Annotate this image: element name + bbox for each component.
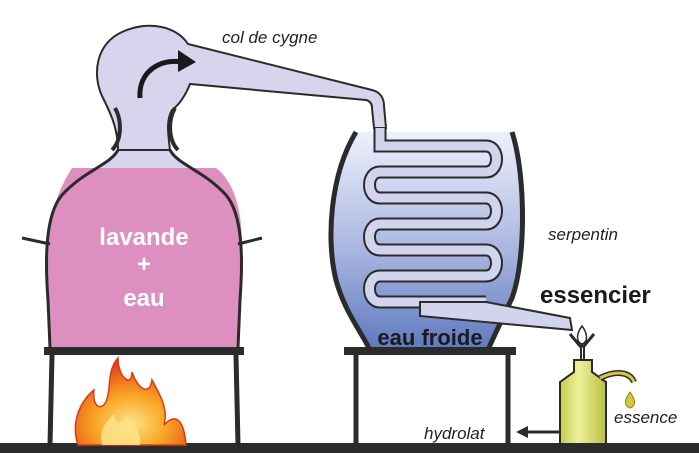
flame-icon [74,355,187,446]
curved-arrow-icon [137,58,183,99]
label-serpentin: serpentin [548,225,618,244]
outlet-pipe [419,301,574,332]
alembic-head [95,24,388,151]
label-lavande: lavande [99,224,188,251]
essencier-flask [516,324,637,445]
drop-icon [625,391,635,409]
funnel-stem [580,346,585,360]
coil [363,128,503,309]
neck-ring [110,106,180,152]
curved-arrow-head [178,50,196,72]
label-eau: eau [123,285,164,312]
still-mixture [46,168,242,348]
handle-right [237,236,263,246]
condenser-wall [328,130,525,352]
label-hydrolat: hydrolat [424,424,486,443]
still-stand-legs [47,354,241,446]
label-essencier: essencier [540,282,651,309]
flask-body [559,359,607,445]
handle-left [21,236,51,246]
condenser-stand-top [344,347,516,355]
still-stand-top [44,347,244,355]
label-plus: + [137,251,151,278]
label-col-de-cygne: col de cygne [222,28,317,47]
still: lavande + eau [21,24,388,446]
label-eau-froide: eau froide [377,325,482,350]
label-essence: essence [614,408,677,427]
water-drop [576,324,588,345]
ground-line [0,443,699,453]
outlet-arrow-icon [516,426,528,438]
condenser: eau froide [328,128,574,445]
condenser-stand-legs [353,355,511,445]
still-outline [44,149,244,349]
